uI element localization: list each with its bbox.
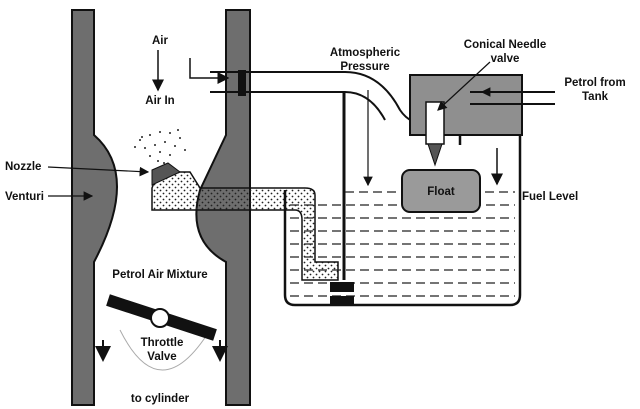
valve-label-2: Valve — [147, 351, 176, 363]
nozzle-tip — [151, 162, 181, 186]
petrol-feed-tube — [151, 171, 339, 281]
nozzle-label: Nozzle — [5, 161, 41, 173]
pressure-label: Pressure — [340, 61, 389, 73]
throttle-label: Throttle — [141, 337, 184, 349]
fuel-spray — [134, 129, 186, 164]
atmospheric-label: Atmospheric — [330, 47, 401, 59]
nozzle-arrow — [47, 166, 150, 177]
float-chamber — [283, 118, 522, 307]
valve-label: valve — [491, 53, 520, 65]
float-label: Float — [427, 186, 455, 198]
tank-label: Tank — [582, 91, 609, 103]
air-tube-arrow — [189, 58, 230, 84]
throttle-sweep — [119, 329, 211, 371]
jet-block-bottom — [330, 296, 354, 306]
conical-needle-label: Conical Needle — [464, 39, 546, 51]
needle-body — [425, 101, 445, 145]
tube-damper — [238, 70, 246, 96]
conical-needle-icon — [427, 143, 443, 167]
air-in-label: Air In — [145, 95, 174, 107]
venturi-label: Venturi — [5, 191, 44, 203]
petrol-from-label: Petrol from — [564, 77, 625, 89]
to-cylinder-label: to cylinder — [131, 393, 190, 405]
left-throat-wall — [71, 9, 118, 406]
mixture-label: Petrol Air Mixture — [112, 269, 207, 281]
fuel-level-label: Fuel Level — [522, 191, 578, 203]
throttle-disc-icon — [150, 308, 170, 328]
air-label: Air — [152, 35, 169, 47]
conical-needle-arrow — [437, 61, 491, 111]
jet-block-top — [330, 282, 354, 292]
float — [401, 169, 481, 213]
